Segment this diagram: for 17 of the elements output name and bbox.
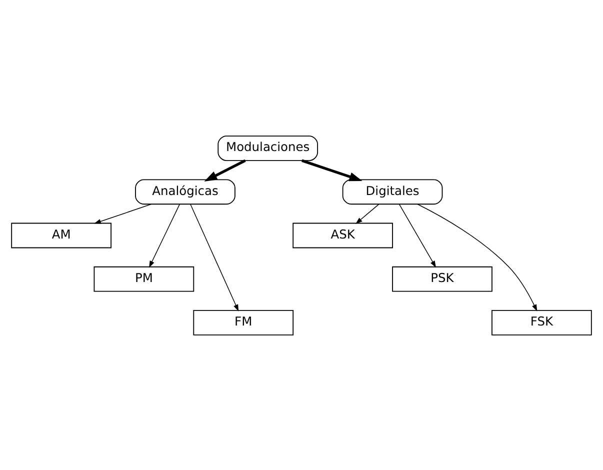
- arrow: [417, 203, 538, 311]
- node-box: Analógicas: [135, 178, 236, 204]
- node-box: PSK: [392, 266, 492, 292]
- node-box: FM: [193, 310, 294, 335]
- node-box: Digitales: [342, 178, 443, 204]
- arrow: [190, 203, 239, 311]
- arrow: [301, 158, 362, 181]
- arrow: [398, 203, 436, 268]
- node-box: PM: [94, 266, 194, 292]
- node-box: ASK: [292, 222, 393, 248]
- node-box: Modulaciones: [218, 135, 318, 160]
- arrow: [356, 203, 380, 224]
- arrow: [94, 203, 152, 224]
- node-box: FSK: [492, 310, 592, 335]
- node-box: AM: [11, 222, 112, 248]
- arrow: [149, 203, 180, 268]
- arrow: [204, 158, 246, 181]
